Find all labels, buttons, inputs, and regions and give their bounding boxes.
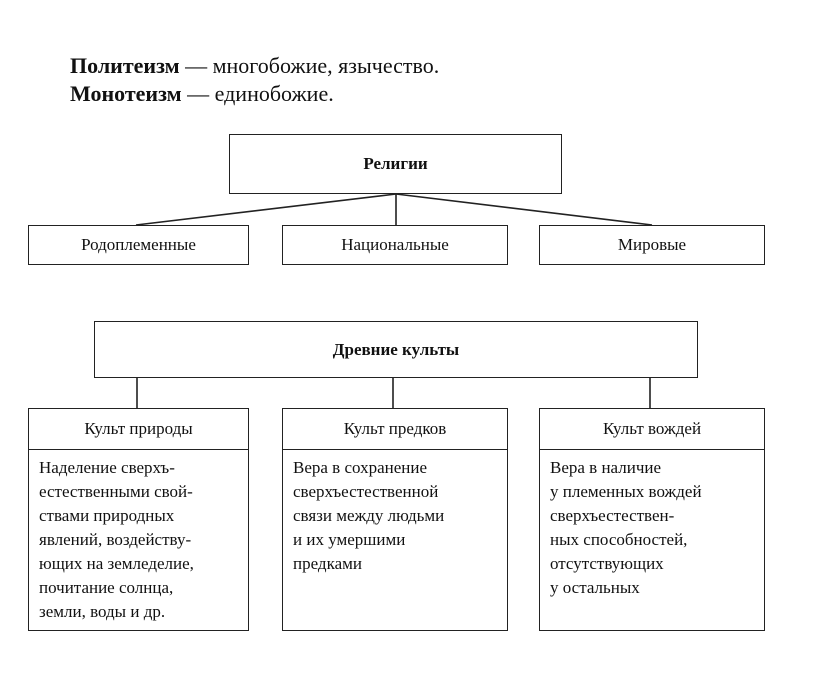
connector-religions-left [135, 193, 397, 226]
cult-nature-description: Наделение сверхъ- естественными свой- ст… [28, 449, 249, 631]
definition-text: — многобожие, язычество. [179, 53, 440, 78]
cult-ancestors-header: Культ предков [282, 408, 508, 450]
cult-leaders-header: Культ вождей [539, 408, 765, 450]
definition-polytheism: Политеизм — многобожие, язычество. [70, 52, 439, 80]
ancient-cults-title: Древние культы [332, 339, 460, 359]
ancient-cults-box: Древние культы [94, 321, 698, 378]
cult-name: Культ вождей [602, 419, 702, 438]
cult-leaders-description: Вера в наличие у племенных вождей сверхъ… [539, 449, 765, 631]
definition-term: Монотеизм [70, 81, 182, 106]
cult-nature-header: Культ природы [28, 408, 249, 450]
religion-type-world: Мировые [539, 225, 765, 265]
religions-title: Религии [363, 154, 428, 173]
connector-religions-right [395, 193, 653, 226]
cult-name: Культ предков [343, 419, 447, 438]
religions-box: Религии [229, 134, 562, 194]
cult-name: Культ природы [84, 419, 193, 438]
cult-ancestors-description: Вера в сохранение сверхъестественной свя… [282, 449, 508, 631]
definition-text: — единобожие. [181, 81, 334, 106]
religion-type-label: Мировые [617, 235, 687, 254]
religion-type-label: Национальные [341, 235, 449, 254]
religion-type-national: Национальные [282, 225, 508, 265]
religion-type-tribal: Родоплеменные [28, 225, 249, 265]
definition-monotheism: Монотеизм — единобожие. [70, 80, 334, 108]
religion-type-label: Родоплеменные [81, 235, 196, 254]
definition-term: Политеизм [70, 53, 180, 78]
